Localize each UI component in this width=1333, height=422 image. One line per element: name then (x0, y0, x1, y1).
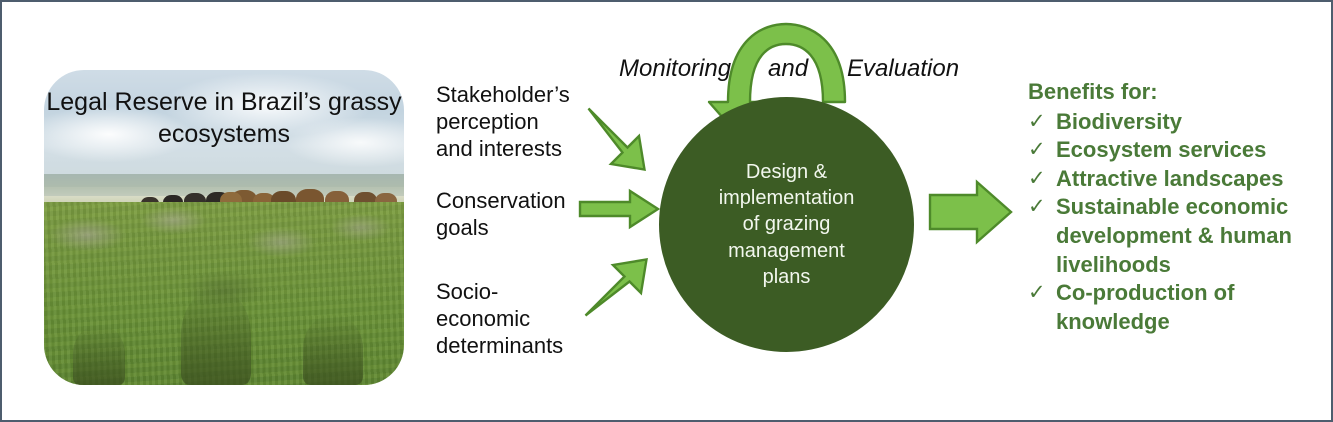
grass-tuft (303, 314, 364, 385)
input-arrow-stakeholder (587, 107, 646, 171)
photo-grassland (44, 202, 404, 385)
benefit-item: ✓ Sustainable economic development & hum… (1028, 193, 1323, 279)
check-icon: ✓ (1028, 109, 1046, 133)
input-label-stakeholder: Stakeholder’s perception and interests (436, 82, 570, 161)
check-icon: ✓ (1028, 138, 1046, 162)
check-icon: ✓ (1028, 281, 1046, 305)
benefit-item: ✓ Ecosystem services (1028, 136, 1323, 165)
input-arrow-conservation (578, 188, 661, 230)
check-icon: ✓ (1028, 166, 1046, 190)
output-arrow (928, 179, 1013, 245)
input-label-socio: Socio- economic determinants (436, 279, 564, 358)
feedback-word-monitoring: Monitoring (619, 55, 732, 82)
benefits-title: Benefits for: (1028, 79, 1158, 104)
core-process-label: Design & implementation of grazing manag… (718, 160, 855, 289)
benefit-label: Sustainable economic development & human… (1056, 194, 1292, 277)
benefit-item: ✓ Biodiversity (1028, 108, 1323, 137)
benefits-block: Benefits for: ✓ Biodiversity ✓ Ecosystem… (1028, 78, 1323, 336)
benefit-label: Biodiversity (1056, 108, 1182, 134)
feedback-word-and: and (768, 55, 809, 82)
check-icon: ✓ (1028, 195, 1046, 219)
benefit-label: Ecosystem services (1056, 137, 1267, 163)
feedback-word-evaluation: Evaluation (847, 55, 960, 82)
benefit-item: ✓ Attractive landscapes (1028, 165, 1323, 194)
core-process-circle: Design & implementation of grazing manag… (659, 97, 914, 352)
input-label-conservation: Conservation goals (436, 188, 566, 240)
grass-tuft (180, 288, 251, 385)
benefit-label: Attractive landscapes (1056, 165, 1284, 191)
benefit-item: ✓ Co-production of knowledge (1028, 279, 1323, 336)
photo-sky (44, 70, 404, 187)
input-arrow-socio (584, 258, 648, 317)
photo-caption: Legal Reserve in Brazil’s grassy ecosyst… (46, 88, 402, 148)
grass-tuft (72, 324, 125, 385)
legal-reserve-photo: Legal Reserve in Brazil’s grassy ecosyst… (44, 70, 404, 385)
benefit-label: Co-production of knowledge (1056, 280, 1235, 334)
